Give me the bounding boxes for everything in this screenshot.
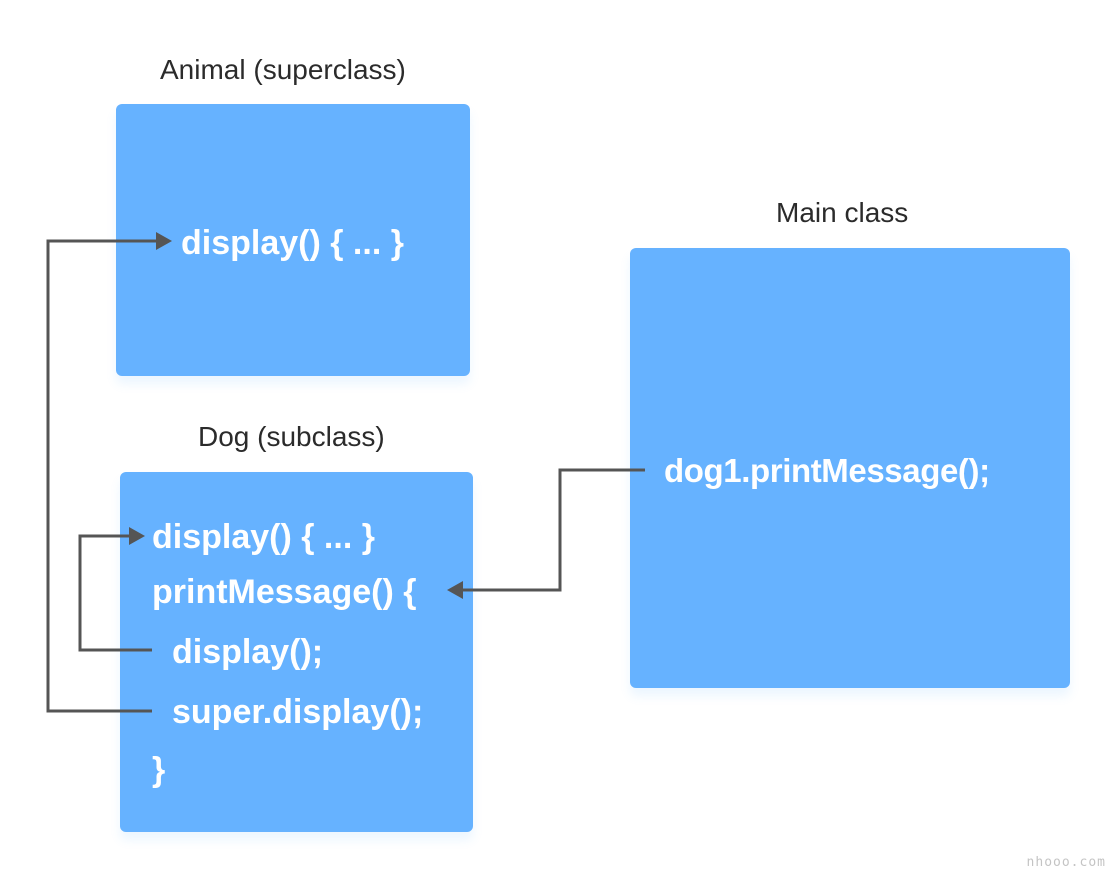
dog-display-method: display() { ... } — [152, 518, 375, 556]
main-print-message-call: dog1.printMessage(); — [664, 452, 990, 489]
dog-class-box — [120, 472, 473, 832]
dog-print-message-method: printMessage() { — [152, 573, 417, 611]
animal-class-caption: Animal (superclass) — [160, 54, 406, 85]
main-class-caption: Main class — [776, 197, 909, 228]
animal-display-method: display() { ... } — [181, 224, 404, 262]
dog-display-call: display(); — [172, 633, 324, 671]
animal-class-box — [116, 104, 470, 376]
main-class-box — [630, 248, 1070, 688]
print-message-arrow-line — [462, 468, 645, 592]
dog-closing-brace: } — [152, 751, 166, 789]
dog-super-display-call: super.display(); — [172, 693, 424, 731]
watermark: nhooo.com — [1026, 855, 1106, 870]
dog-class-caption: Dog (subclass) — [198, 421, 385, 452]
